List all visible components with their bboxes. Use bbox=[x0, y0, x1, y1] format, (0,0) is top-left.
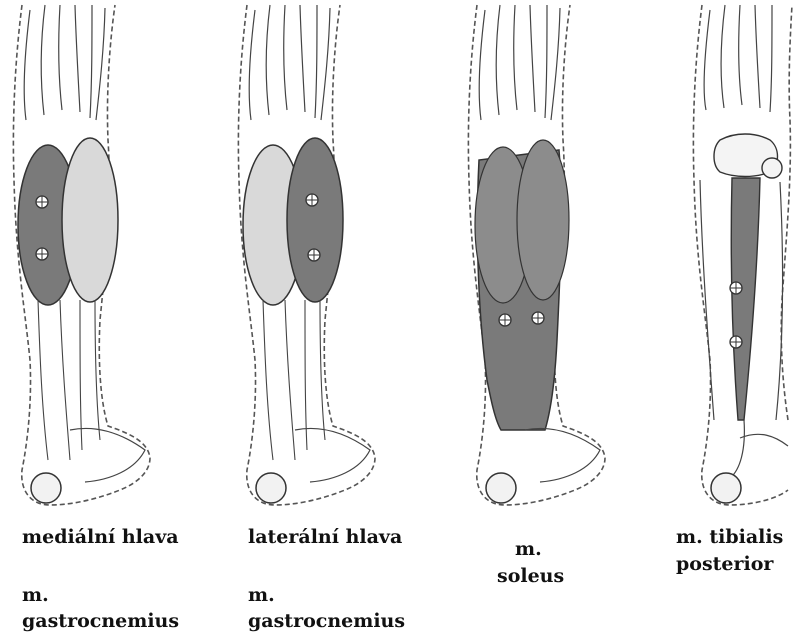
leg-illustration-tibialis-posterior bbox=[680, 0, 795, 520]
thigh-tendons bbox=[24, 5, 105, 120]
foot-outline bbox=[740, 434, 788, 446]
leg-illustration-soleus bbox=[455, 0, 640, 520]
lateral-head-muscle bbox=[62, 138, 118, 302]
caption-medial-line1: mediální hlava bbox=[22, 524, 179, 550]
electrode-marker-icon bbox=[308, 249, 320, 261]
electrode-marker-icon bbox=[730, 282, 742, 294]
electrode-marker-icon bbox=[532, 312, 544, 324]
tibialis-posterior-muscle bbox=[731, 178, 760, 420]
thigh-tendons bbox=[249, 5, 330, 120]
achilles-fibers bbox=[263, 300, 325, 460]
lateral-head-muscle bbox=[287, 138, 343, 302]
caption-medial-line2: m. bbox=[22, 582, 49, 608]
lateral-head-muscle bbox=[517, 140, 569, 300]
caption-tibialis-line2: posterior bbox=[676, 551, 773, 577]
heel bbox=[711, 473, 741, 503]
heel bbox=[486, 473, 516, 503]
electrode-marker-icon bbox=[499, 314, 511, 326]
caption-lateral-line1: laterální hlava bbox=[248, 524, 402, 550]
caption-lateral-line2: m. bbox=[248, 582, 275, 608]
caption-lateral-line3: gastrocnemius bbox=[248, 608, 405, 634]
leg-illustration-lateral-gastrocnemius bbox=[225, 0, 410, 520]
heel bbox=[256, 473, 286, 503]
thigh-tendons bbox=[704, 5, 772, 112]
electrode-marker-icon bbox=[36, 248, 48, 260]
fibula-head bbox=[762, 158, 782, 178]
caption-medial-line3: gastrocnemius bbox=[22, 608, 179, 634]
thigh-tendons bbox=[479, 5, 560, 120]
electrode-marker-icon bbox=[730, 336, 742, 348]
caption-soleus-line2: soleus bbox=[497, 563, 564, 589]
heel bbox=[31, 473, 61, 503]
caption-tibialis-line1: m. tibialis bbox=[676, 524, 783, 550]
achilles-fibers bbox=[38, 300, 100, 460]
tendon bbox=[730, 420, 744, 478]
caption-soleus-line1: m. bbox=[515, 536, 542, 562]
electrode-marker-icon bbox=[36, 196, 48, 208]
leg-illustration-medial-gastrocnemius bbox=[0, 0, 185, 520]
electrode-marker-icon bbox=[306, 194, 318, 206]
